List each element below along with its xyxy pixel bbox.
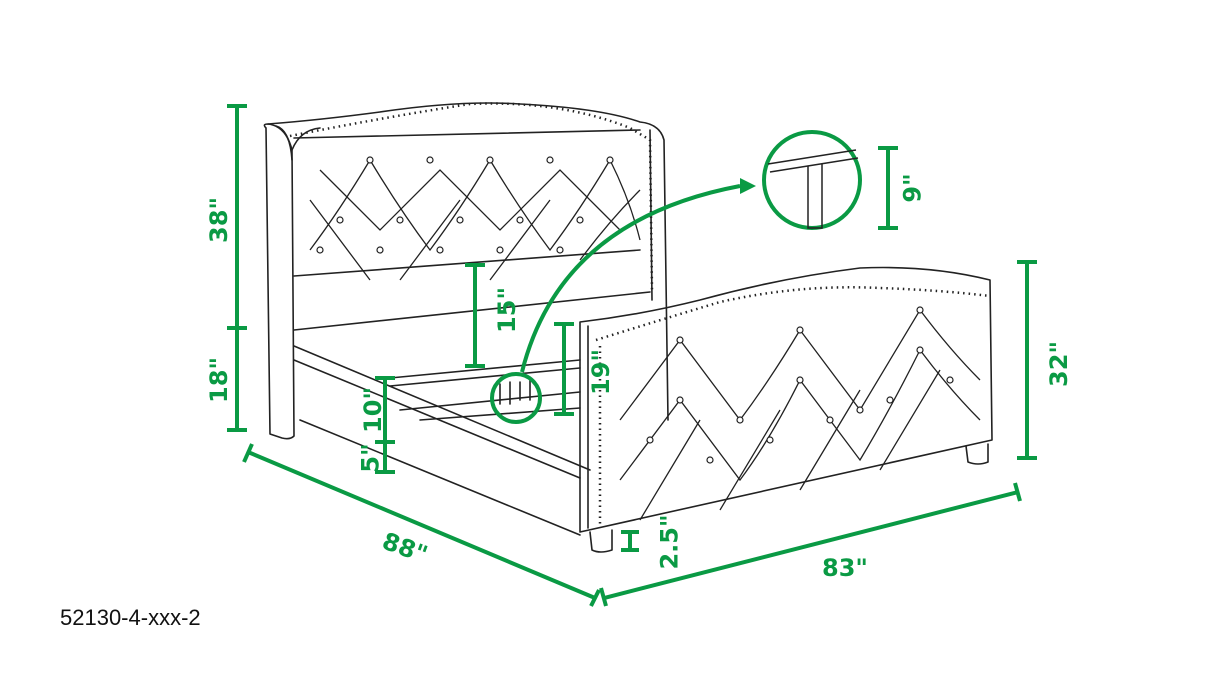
rail-clearance-label: 5" — [356, 443, 385, 473]
headboard-panel-gap-label: 15" — [492, 287, 521, 333]
footboard-inner-label: 19" — [586, 349, 615, 395]
slat-support-leg-label: 9" — [898, 173, 927, 203]
width-label: 83" — [822, 554, 868, 582]
headboard-height-label: 38" — [204, 197, 233, 243]
footboard-height-label: 32" — [1044, 341, 1073, 387]
floor-to-rail-label: 18" — [204, 357, 233, 403]
sku-label: 52130-4-xxx-2 — [60, 605, 201, 630]
side-rail-height-label: 10" — [358, 387, 387, 433]
leg-height-label: 2.5" — [655, 514, 684, 570]
